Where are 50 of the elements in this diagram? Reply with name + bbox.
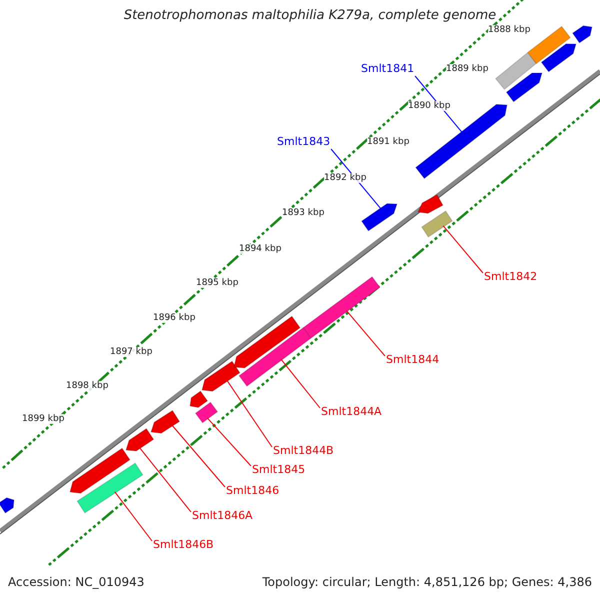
leader-line [226,380,272,448]
gene-bar [302,276,381,339]
gene-bar [76,462,144,514]
gene-feature [0,497,15,514]
gene-bar [194,402,218,424]
gene-bar [421,210,453,238]
gene-label: Smlt1845 [252,463,306,476]
title: Stenotrophomonas maltophilia K279a, complete genome [122,8,498,23]
gene-label: Smlt1846B [153,538,214,551]
gene-feature [201,360,241,392]
gene-feature [69,448,131,494]
footer-text: Topology: circular; Length: 4,851,126 bp; Genes: 4,386 [262,575,592,589]
gene-feature [125,428,154,452]
scale-label: 1899 kbp [22,414,64,424]
gene-label: Smlt1844 [386,353,440,366]
gene-label: Smlt1844B [273,444,334,457]
scale-label: 1897 kbp [110,347,152,357]
leader-line [206,418,252,466]
gene-label: Smlt1844A [321,405,382,418]
gene-label: Smlt1846 [226,484,280,497]
gene-bar [494,52,538,90]
footer-text: Accession: NC_010943 [8,575,144,589]
gene-feature [417,194,444,214]
leader-line [114,491,152,542]
gene-bar [238,327,312,387]
scale-label: 1892 kbp [324,173,366,183]
scale-label: 1890 kbp [408,101,450,111]
gene-feature [189,390,208,408]
gene-label: Smlt1841 [361,62,414,75]
gene-feature [540,43,577,72]
scale-label: 1889 kbp [446,64,488,74]
gene-feature [360,203,398,232]
scale-label: 1895 kbp [196,278,238,288]
gene-feature [572,25,593,44]
scale-label: 1894 kbp [239,244,282,254]
scale-label: 1898 kbp [66,381,108,391]
scale-label: 1893 kbp [282,208,324,218]
leader-line [346,310,386,356]
leader-line [442,225,484,274]
gene-feature [150,410,180,434]
scale-label: 1888 kbp [488,25,530,35]
leader-line [171,424,226,488]
scale-label: 1896 kbp [153,313,196,323]
gene-feature [233,316,301,369]
leader-line [280,358,320,408]
gene-feature [506,72,543,102]
gene-label: Smlt1842 [484,270,538,283]
leader-line [139,447,192,512]
gene-label: Smlt1846A [192,509,253,522]
gene-label: Smlt1843 [277,135,330,148]
